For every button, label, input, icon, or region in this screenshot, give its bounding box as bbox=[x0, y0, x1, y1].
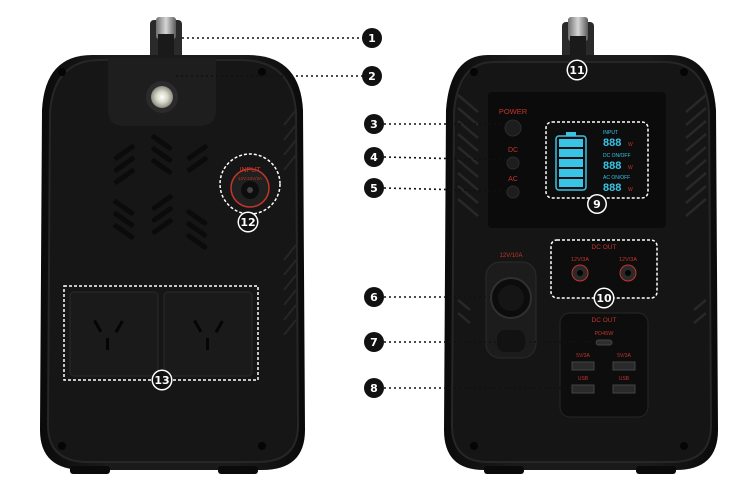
screw-icon bbox=[58, 442, 66, 450]
callout-badge-13: 13 bbox=[151, 369, 173, 391]
ac-switch-label: AC bbox=[508, 176, 518, 183]
svg-text:8: 8 bbox=[370, 382, 378, 395]
power-label: POWER bbox=[499, 107, 528, 116]
svg-text:6: 6 bbox=[370, 291, 378, 304]
screw-icon bbox=[258, 442, 266, 450]
front-unit: INPUT 12V-24V/3A bbox=[40, 17, 305, 474]
lcd-battery-icon bbox=[555, 132, 587, 191]
usb-right-rating: 5V/3A bbox=[617, 353, 631, 359]
handle-icon bbox=[150, 17, 182, 62]
screw-icon bbox=[680, 442, 688, 450]
screw-icon bbox=[470, 442, 478, 450]
callout-badge-4: 4 bbox=[364, 147, 384, 167]
dc-out-right-label: 12V/3A bbox=[619, 257, 637, 263]
callout-badge-11: 11 bbox=[566, 59, 588, 81]
callout-badge-9: 9 bbox=[587, 194, 607, 214]
usb-right-label: USB bbox=[619, 376, 630, 382]
usb-a-icon bbox=[571, 361, 595, 371]
svg-text:7: 7 bbox=[370, 336, 378, 349]
svg-text:1: 1 bbox=[368, 32, 376, 45]
usb-a-icon bbox=[612, 384, 636, 394]
usb-left-rating: 5V/3A bbox=[576, 353, 590, 359]
callout-badge-2: 2 bbox=[362, 66, 382, 86]
pd-label: PD45W bbox=[595, 331, 615, 337]
handle-icon bbox=[562, 17, 594, 60]
dc-switch-label: DC bbox=[508, 147, 518, 154]
input-rating: 12V-24V/3A bbox=[238, 176, 262, 181]
svg-text:5: 5 bbox=[370, 182, 378, 195]
dc-out-left-label: 12V/3A bbox=[571, 257, 589, 263]
lcd-ac-unit: W bbox=[628, 187, 633, 193]
svg-text:3: 3 bbox=[370, 118, 378, 131]
callout-badge-7: 7 bbox=[364, 332, 384, 352]
screw-icon bbox=[470, 68, 478, 76]
ac-outlet-icon bbox=[163, 291, 253, 377]
lcd-dc-unit: W bbox=[628, 165, 633, 171]
svg-text:4: 4 bbox=[370, 151, 378, 164]
callout-badge-12: 12 bbox=[237, 211, 259, 233]
callout-badge-6: 6 bbox=[364, 287, 384, 307]
side-ribs bbox=[283, 109, 297, 336]
svg-text:10: 10 bbox=[596, 292, 612, 305]
dc-port-icon bbox=[619, 264, 637, 282]
ac-outlet-icon bbox=[69, 291, 159, 377]
power-button-icon[interactable] bbox=[504, 119, 522, 137]
callout-badge-1: 1 bbox=[362, 28, 382, 48]
dc-out-top-title: DC OUT bbox=[592, 244, 617, 251]
ac-switch-button[interactable] bbox=[506, 185, 520, 199]
flashlight-icon bbox=[146, 81, 178, 113]
svg-text:13: 13 bbox=[154, 374, 169, 387]
usb-left-label: USB bbox=[578, 376, 589, 382]
callout-lines bbox=[176, 37, 598, 389]
back-unit: POWER DC AC INPUT 888 W DC ON/OFF 888 W … bbox=[444, 17, 718, 474]
callout-badge-8: 8 bbox=[364, 378, 384, 398]
usb-a-icon bbox=[612, 361, 636, 371]
dc-port-icon bbox=[571, 264, 589, 282]
lcd-ac-label: AC ON/OFF bbox=[603, 175, 630, 181]
usb-c-icon bbox=[595, 339, 613, 346]
callout-badge-3: 3 bbox=[364, 114, 384, 134]
dc-out-bottom-title: DC OUT bbox=[592, 317, 617, 324]
lcd-dc-digits: 888 bbox=[603, 160, 621, 172]
callout-badge-5: 5 bbox=[364, 178, 384, 198]
svg-text:11: 11 bbox=[569, 64, 584, 77]
input-label: INPUT bbox=[240, 167, 262, 174]
usb-a-icon bbox=[571, 384, 595, 394]
screw-icon bbox=[258, 68, 266, 76]
svg-text:2: 2 bbox=[368, 70, 376, 83]
lcd-ac-digits: 888 bbox=[603, 182, 621, 194]
vent-icon bbox=[113, 134, 208, 250]
screw-icon bbox=[58, 68, 66, 76]
dc-input-icon: INPUT 12V-24V/3A bbox=[219, 153, 281, 215]
lcd-input-unit: W bbox=[628, 142, 633, 148]
car-socket-icon bbox=[485, 261, 537, 359]
lcd-input-digits: 888 bbox=[603, 137, 621, 149]
car-socket-label: 12V/10A bbox=[499, 253, 522, 259]
svg-text:12: 12 bbox=[240, 216, 255, 229]
dc-switch-button[interactable] bbox=[506, 156, 520, 170]
callout-badge-10: 10 bbox=[593, 287, 615, 309]
screw-icon bbox=[680, 68, 688, 76]
svg-text:9: 9 bbox=[593, 198, 601, 211]
lcd-input-label: INPUT bbox=[603, 130, 618, 136]
lcd-dc-label: DC ON/OFF bbox=[603, 153, 631, 159]
